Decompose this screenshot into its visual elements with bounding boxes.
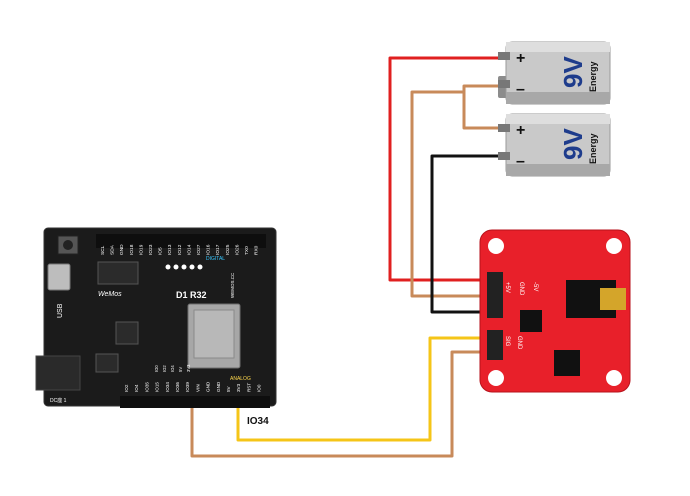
module-top-pin-label: -5V — [532, 282, 538, 291]
top-pin-label: IO13 — [167, 244, 173, 255]
dc-label: DC座 1 — [50, 397, 67, 404]
io34-annotation: IO34 — [247, 416, 269, 427]
battery-minus: – — [516, 81, 525, 98]
top-pin-label: IO5 — [158, 247, 164, 255]
bottom-pin-label: IO2 — [124, 384, 129, 392]
battery-top: + – 9V Energy — [498, 41, 611, 105]
bottom-pin-label: IO34 — [165, 382, 170, 392]
top-pin-label: SCL — [100, 245, 106, 255]
board-model: D1 R32 — [176, 290, 207, 300]
battery-brand: Energy — [588, 133, 598, 164]
bottom-pin-label: IO39 — [185, 382, 190, 392]
top-pin-label: IO16 — [206, 244, 212, 255]
top-pin-label: IO25 — [225, 244, 231, 255]
module-bottom-pin-label: SIG — [504, 336, 510, 347]
side-pin-label: IO2 — [162, 365, 167, 372]
wire-red — [388, 56, 498, 282]
battery-voltage: 9V — [558, 128, 588, 160]
bottom-pin-label: IO35 — [144, 382, 149, 392]
bottom-pin-label: 3V3 — [236, 383, 241, 392]
top-pin-label: IO14 — [186, 244, 192, 255]
top-pin-label: SDA — [110, 244, 116, 255]
wire-brown-signal-gnd — [190, 350, 487, 458]
bottom-pin-label: RST — [246, 383, 251, 392]
audio-module: +5V GND -5V SIG GND — [479, 229, 631, 393]
wires — [190, 56, 498, 458]
wire-brown-gnd — [410, 90, 487, 298]
top-pin-label: IO19 — [138, 244, 144, 255]
top-pin-label: TX0 — [244, 246, 250, 255]
module-top-pin-label: +5V — [504, 282, 510, 293]
battery-brand: Energy — [588, 61, 598, 92]
usb-label: USB — [57, 303, 64, 318]
top-pin-label: IO17 — [215, 244, 221, 255]
battery-minus: – — [516, 153, 525, 170]
battery-bottom: + – 9V Energy — [498, 113, 611, 177]
wire-brown-series — [462, 84, 498, 130]
battery-plus: + — [516, 50, 525, 67]
wire-yellow — [236, 336, 487, 442]
side-pin-label: 3V3 — [186, 364, 191, 372]
board-logo: WeMos — [98, 291, 122, 298]
side-pin-label: IO0 — [154, 365, 159, 372]
battery-voltage: 9V — [558, 56, 588, 88]
top-pin-label: IO26 — [234, 244, 240, 255]
board-site: WEMOS.CC — [230, 272, 235, 298]
wire-black — [430, 154, 498, 314]
top-pin-label: IO12 — [177, 244, 183, 255]
bottom-pin-label: GND — [206, 381, 211, 392]
bottom-pin-label: VIN — [195, 384, 200, 392]
top-pin-label: IO27 — [196, 244, 202, 255]
bottom-pin-label: IO15 — [155, 382, 160, 392]
bottom-pin-label: IO0 — [257, 384, 262, 392]
bottom-pin-label: IO36 — [175, 382, 180, 392]
analog-label: ANALOG — [230, 376, 251, 382]
top-pin-label: IO23 — [148, 244, 154, 255]
module-top-pin-label: GND — [518, 282, 524, 296]
module-bottom-pin-label: GND — [516, 336, 522, 350]
battery-plus: + — [516, 122, 525, 139]
side-pin-label: 5V — [178, 367, 183, 372]
digital-label: DIGITAL — [206, 256, 225, 262]
top-pin-label: GND — [119, 244, 125, 255]
bottom-pin-label: 5V — [226, 385, 231, 392]
top-pin-label: RX0 — [254, 245, 260, 255]
bottom-pin-label: IO4 — [134, 384, 139, 392]
side-pin-label: IO4 — [170, 365, 175, 372]
bottom-pin-label: GND — [216, 381, 221, 392]
top-pin-label: IO18 — [129, 244, 135, 255]
